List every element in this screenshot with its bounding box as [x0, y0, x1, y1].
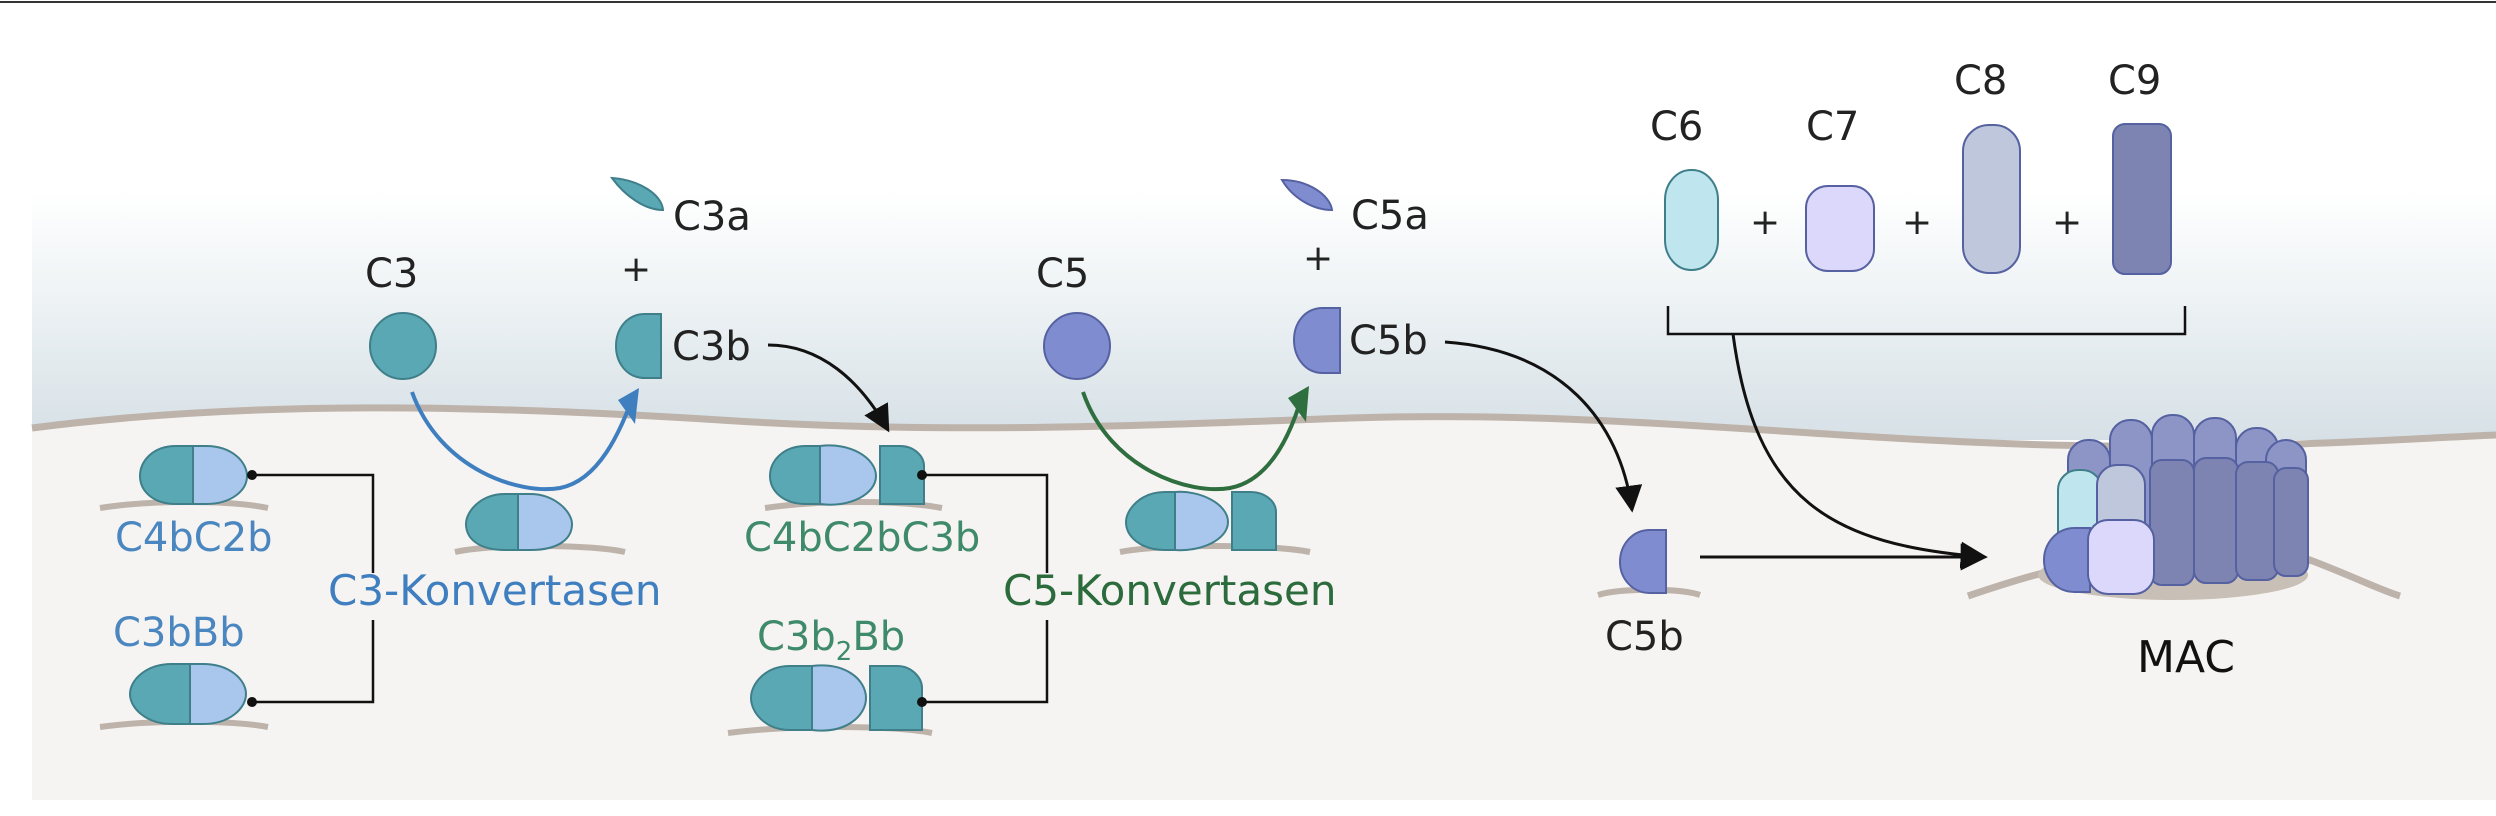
- c6-label: C6: [1650, 104, 1703, 150]
- c8-label: C8: [1954, 58, 2007, 104]
- c5-catalyst-blue: [1174, 490, 1230, 552]
- mac-complex: [1966, 414, 2402, 600]
- c5b-free-molecule: [1618, 529, 1667, 594]
- c3a-label: C3a: [673, 194, 751, 240]
- mac-c5b: [2042, 527, 2091, 593]
- c3-label: C3: [365, 251, 418, 297]
- mac-label: MAC: [2137, 632, 2235, 683]
- extracellular-fluid: [32, 190, 2496, 440]
- c5-bracket-dot-top: [917, 470, 927, 480]
- plus-c6-c7: +: [1750, 202, 1780, 243]
- c9-label: C9: [2108, 58, 2161, 104]
- c5-catalyst-teal-end: [1231, 491, 1277, 551]
- mac-c9-front-1: [2149, 459, 2195, 586]
- c3b-to-c5convertase-arrow: [767, 343, 890, 433]
- c5-convertase-bracket: [922, 473, 1049, 704]
- c3-molecule: [369, 312, 437, 380]
- c5-label: C5: [1036, 251, 1089, 297]
- cell-interior: [32, 407, 2496, 800]
- c3b2bb-blue: [811, 664, 868, 732]
- c4bc2b-teal: [138, 445, 194, 505]
- c5b-free-label: C5b: [1605, 614, 1684, 660]
- c5-plus-sign: +: [1303, 238, 1333, 279]
- c8-molecule: [1962, 124, 2021, 274]
- c6-molecule: [1664, 169, 1719, 271]
- plus-c8-c9: +: [2052, 202, 2082, 243]
- c3a-fragment: [609, 176, 665, 212]
- mac-c9-front-3: [2235, 461, 2279, 581]
- c3b2bb-label: C3b2Bb: [757, 614, 905, 667]
- c3bbb-teal: [128, 663, 191, 725]
- mac-c7: [2087, 519, 2155, 595]
- c5a-fragment: [1280, 178, 1334, 212]
- c5-bracket-dot-bottom: [917, 697, 927, 707]
- c7-label: C7: [1806, 104, 1859, 150]
- c3-konvertasen-label: C3-Konvertasen: [328, 566, 661, 615]
- c3b2bb-teal-end: [869, 665, 923, 731]
- c4bc2b-label: C4bC2b: [115, 515, 273, 561]
- c3-cleavage-arrowhead: [618, 388, 639, 424]
- c4bc2bc3b-membrane: [764, 499, 943, 511]
- c6-c9-to-mac-arrow: [1731, 333, 1988, 569]
- c3b-product-molecule: [614, 313, 662, 379]
- c3-cleavage-arrow: [410, 391, 634, 492]
- c3b-product-label: C3b: [672, 324, 751, 370]
- c5-cleavage-arrowhead: [1288, 386, 1309, 422]
- c7-molecule: [1805, 185, 1875, 272]
- c4bc2bc3b-teal-end: [879, 445, 925, 505]
- c5-konvertasen-label: C5-Konvertasen: [1003, 566, 1336, 615]
- c4bc2b-blue: [192, 445, 249, 505]
- c6-c9-bracket: [1666, 306, 2187, 336]
- c3-bracket-dot-bottom: [247, 697, 257, 707]
- mac-c9-front-4: [2273, 467, 2309, 577]
- c9-molecule: [2112, 123, 2172, 275]
- c5a-label: C5a: [1351, 193, 1429, 239]
- c5-catalyst-base: [1119, 543, 1311, 555]
- c3-bracket-dot-top: [247, 470, 257, 480]
- mac-c9-front-2: [2193, 457, 2239, 584]
- c5b-product-label: C5b: [1349, 318, 1428, 364]
- c3-catalyst-blue: [517, 493, 574, 551]
- plus-c7-c8: +: [1902, 202, 1932, 243]
- c3-catalyst-teal: [464, 493, 519, 551]
- c5-catalyst-teal: [1124, 491, 1176, 551]
- c3-convertase-bracket: [252, 473, 375, 704]
- c3bbb-label: C3bBb: [113, 610, 245, 656]
- c4bc2bc3b-label: C4bC2bC3b: [744, 515, 980, 561]
- c4bc2bc3b-blue: [819, 444, 878, 506]
- c5b-release-arrow: [1444, 340, 1643, 513]
- c3-plus-sign: +: [621, 249, 651, 290]
- c3bbb-blue: [189, 663, 248, 725]
- c5-cleavage-arrow: [1081, 391, 1304, 492]
- c4bc2bc3b-teal: [768, 445, 821, 505]
- c5-molecule: [1043, 312, 1111, 380]
- c5b-product-molecule: [1292, 307, 1341, 374]
- c3b2bb-teal: [749, 665, 813, 731]
